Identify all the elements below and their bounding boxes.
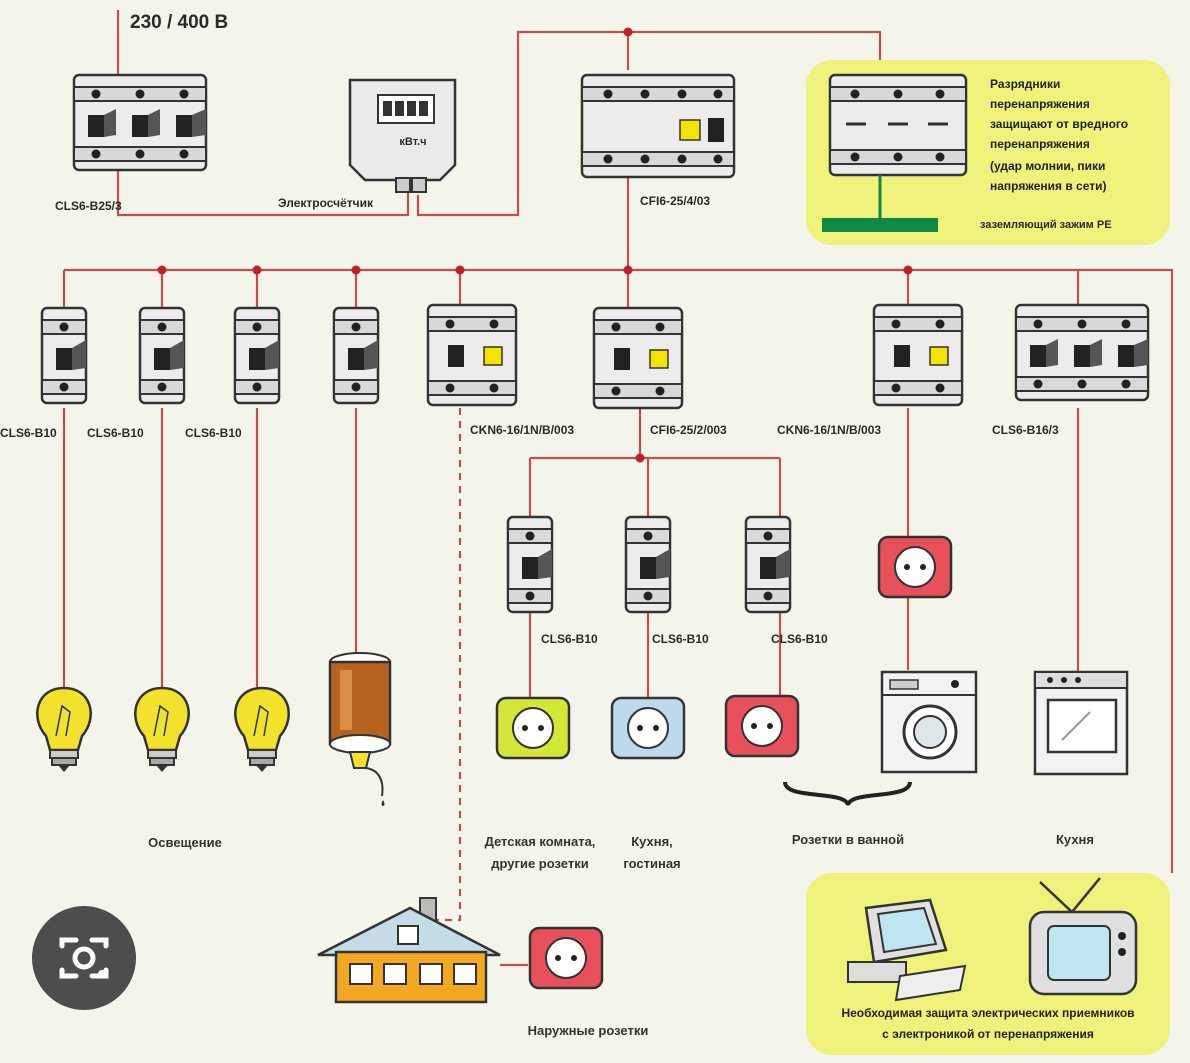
surge-note-line-5: (удар молнии, пики xyxy=(990,159,1105,173)
visual-search-button[interactable] xyxy=(32,906,136,1010)
main-breaker-icon xyxy=(72,73,208,172)
ground-bar xyxy=(822,218,938,232)
light-bulb-2-icon xyxy=(134,686,190,774)
junction-nodes xyxy=(157,27,913,463)
branch-breaker-2-icon xyxy=(138,306,186,405)
socket-kitchen-living-icon xyxy=(610,696,686,760)
main-breaker-label: CLS6-B25/3 xyxy=(55,199,122,213)
protection-note-line-2: с электроникой от перенапряжения xyxy=(882,1027,1094,1041)
computer-icon xyxy=(847,898,967,1002)
meter-label: Электросчётчик xyxy=(278,196,374,210)
main-rcd-icon xyxy=(580,73,736,179)
surge-note-line-2: перенапряжения xyxy=(990,97,1090,111)
branch-label-4: CKN6-16/1N/B/003 xyxy=(470,423,574,437)
sub-breaker-1-icon xyxy=(506,515,554,614)
branch-breaker-3-icon xyxy=(233,306,281,405)
branch-label-5: CFI6-25/2/003 xyxy=(650,423,727,437)
main-rcd-label: CFI6-25/4/03 xyxy=(640,194,710,208)
branch-rcd-icon xyxy=(592,306,684,410)
branch-label-6: CKN6-16/1N/B/003 xyxy=(777,423,881,437)
socket-bathroom-icon xyxy=(724,694,800,758)
branch-label-7: CLS6-B16/3 xyxy=(992,423,1059,437)
tv-icon xyxy=(1028,877,1138,996)
washing-machine-icon xyxy=(880,670,978,774)
caption-lighting: Освещение xyxy=(148,835,222,850)
electronics-protection-panel xyxy=(806,873,1170,1055)
sub-breaker-3-icon xyxy=(744,515,792,614)
caption-kids-room-line-2: другие розетки xyxy=(491,856,588,871)
branch-label-1: CLS6-B10 xyxy=(0,426,57,440)
house-icon xyxy=(317,897,501,1004)
caption-kitchen-living-line-2: гостиная xyxy=(623,856,680,871)
light-bulb-3-icon xyxy=(234,686,290,774)
surge-note-line-3: защищают от вредного xyxy=(990,117,1128,131)
sub-label-2: CLS6-B10 xyxy=(652,632,709,646)
branch-rcbo-2-icon xyxy=(872,303,964,407)
socket-bathroom-protected-icon xyxy=(877,535,953,599)
surge-protection-panel xyxy=(806,60,1170,245)
supply-voltage-label: 230 / 400 В xyxy=(130,12,228,33)
meter-icon xyxy=(348,78,457,193)
branch-breaker-3pole-icon xyxy=(1014,303,1150,402)
protection-note-line-1: Необходимая защита электрических приемни… xyxy=(841,1006,1134,1020)
branch-breaker-1-icon xyxy=(40,306,88,405)
sub-breaker-2-icon xyxy=(624,515,672,614)
surge-note-line-4: перенапряжения xyxy=(990,137,1090,151)
socket-outdoor-icon xyxy=(528,926,604,990)
caption-kids-room-line-1: Детская комната, xyxy=(485,834,596,849)
surge-note-line-1: Разрядники xyxy=(990,77,1060,91)
camera-search-icon xyxy=(59,937,109,979)
meter-face-label: кВт.ч xyxy=(399,136,426,148)
branch-label-3: CLS6-B10 xyxy=(185,426,242,440)
water-heater-icon xyxy=(328,652,392,806)
caption-outdoor: Наружные розетки xyxy=(528,1023,649,1038)
surge-note-line-6: напряжения в сети) xyxy=(990,179,1106,193)
pe-clamp-label: заземляющий зажим PE xyxy=(980,219,1112,231)
socket-kids-room-icon xyxy=(495,696,571,760)
electric-stove-icon xyxy=(1033,670,1129,776)
wiring xyxy=(62,10,1174,967)
branch-label-2: CLS6-B10 xyxy=(87,426,144,440)
branch-rcbo-1-icon xyxy=(426,303,518,407)
caption-kitchen: Кухня xyxy=(1056,832,1094,847)
branch-breaker-4-icon xyxy=(332,306,380,405)
caption-kitchen-living-line-1: Кухня, xyxy=(631,834,673,849)
sub-label-1: CLS6-B10 xyxy=(541,632,598,646)
sub-label-3: CLS6-B10 xyxy=(771,632,828,646)
bathroom-brace xyxy=(783,781,912,807)
light-bulb-1-icon xyxy=(36,686,92,774)
caption-bathroom: Розетки в ванной xyxy=(792,832,904,847)
